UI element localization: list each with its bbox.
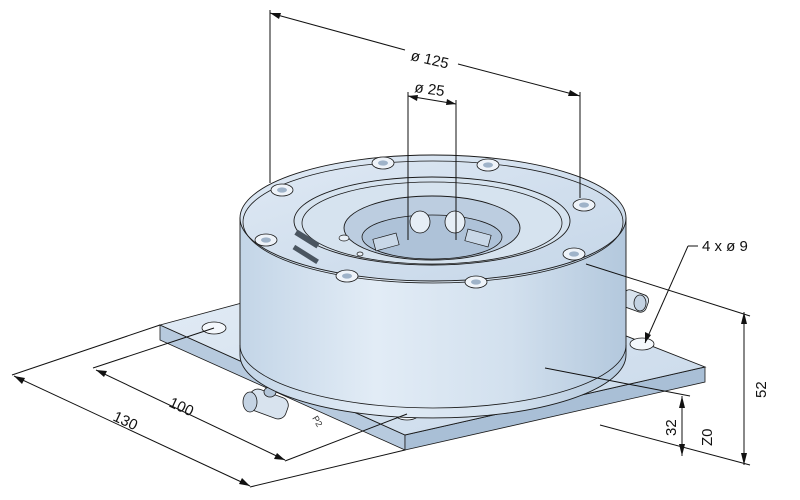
dim-base-height: 32 bbox=[663, 419, 680, 436]
dim-total-height: 52 bbox=[753, 381, 770, 398]
dim-zero-point: Z0 bbox=[699, 428, 716, 446]
clamp-segment-right bbox=[464, 228, 492, 248]
top-rim bbox=[242, 160, 624, 284]
dim-holes: 4 x ø 9 bbox=[702, 238, 748, 255]
dim-hole-spacing: 100 bbox=[166, 394, 196, 420]
dim-base-width: 130 bbox=[110, 408, 140, 434]
port-label: P2 bbox=[310, 414, 324, 429]
inner-ring-step bbox=[301, 181, 563, 265]
bolt-heads bbox=[254, 156, 596, 289]
cylinder-bottom-edge bbox=[239, 344, 627, 409]
dim-outer-diameter: ø 125 bbox=[409, 47, 450, 72]
bore-hole-2 bbox=[444, 210, 466, 234]
dim-inner-diameter: ø 25 bbox=[413, 79, 445, 100]
pneumatic-fitting-right bbox=[620, 289, 650, 313]
dimension-lines bbox=[11, 10, 751, 488]
cylinder-body bbox=[239, 154, 627, 419]
clamp-segment-left bbox=[372, 232, 400, 252]
engraving bbox=[292, 229, 320, 264]
pin-left-small bbox=[356, 251, 364, 257]
bore-inner bbox=[361, 214, 503, 260]
bore-hole-1 bbox=[409, 210, 431, 234]
pin-left bbox=[338, 234, 350, 242]
mounting-hole-right bbox=[629, 337, 655, 351]
